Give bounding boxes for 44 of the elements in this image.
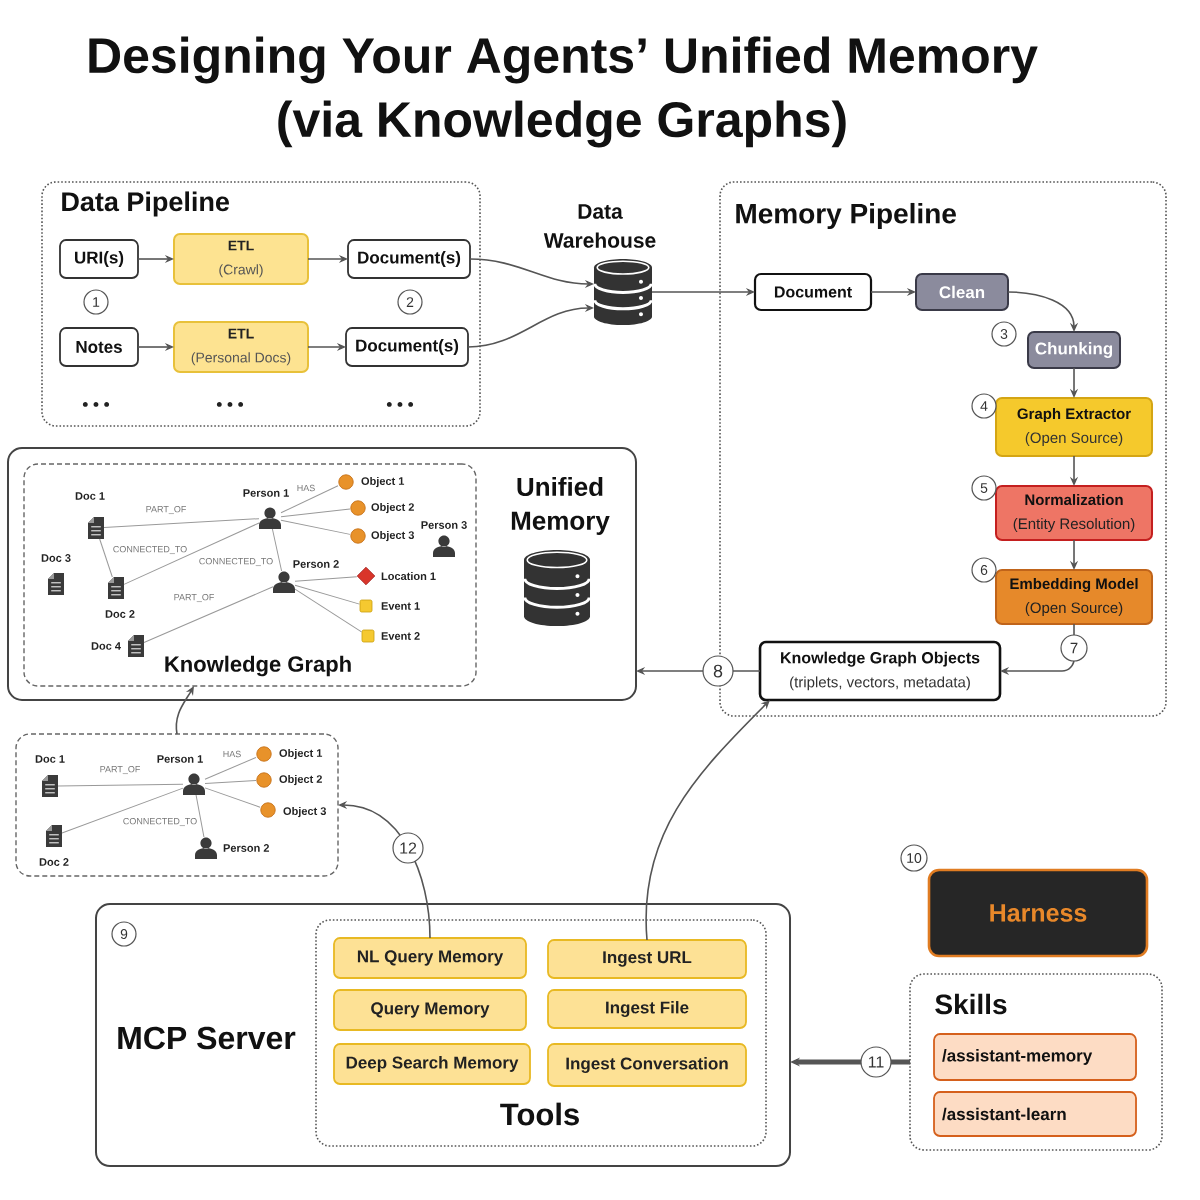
graph-link: [294, 584, 360, 605]
graph-link: [195, 794, 205, 838]
node-label: Data Warehouse: [543, 204, 656, 248]
ellipsis-dots: • • •: [82, 402, 110, 407]
process-box: Document(s): [347, 239, 471, 279]
process-box: Clean: [915, 273, 1009, 311]
graph-link: [280, 485, 339, 514]
graph-link: [99, 538, 113, 578]
graph-link: [294, 576, 358, 582]
process-box: Chunking: [1027, 331, 1121, 369]
graph-link: [271, 528, 283, 572]
tool-box: Ingest URL: [547, 939, 747, 979]
tool-box: Ingest Conversation: [547, 1043, 747, 1087]
graph-link: [204, 779, 257, 784]
callout-number: 8: [702, 655, 734, 687]
graph-link: [123, 522, 260, 585]
tool-box: Deep Search Memory: [333, 1043, 531, 1085]
graph-link: [280, 508, 351, 518]
callout-number: 12: [392, 832, 424, 864]
graph-link: [57, 783, 184, 787]
graph-link: [204, 787, 261, 808]
process-box: Document(s): [345, 327, 469, 367]
graph-link: [294, 588, 362, 633]
tool-box: NL Query Memory: [333, 937, 527, 979]
process-box: Document: [753, 272, 873, 312]
arrow: [175, 686, 194, 735]
process-box: URI(s): [59, 239, 139, 279]
skill-box: /assistant-memory: [933, 1033, 1137, 1081]
skill-box: /assistant-learn: [933, 1091, 1137, 1137]
tool-box: Ingest File: [547, 989, 747, 1029]
graph-link: [204, 756, 257, 780]
ellipsis-dots: • • •: [386, 402, 414, 407]
graph-link: [103, 518, 260, 529]
arrow: [645, 700, 770, 941]
ellipsis-dots: • • •: [216, 402, 244, 407]
process-box: Harness: [927, 868, 1149, 958]
tool-box: Query Memory: [333, 989, 527, 1031]
graph-link: [280, 519, 351, 535]
process-box: Notes: [59, 327, 139, 367]
graph-link: [143, 586, 274, 644]
title: Designing Your Agents’ Unified Memory (via Knowledge Graphs): [89, 36, 1038, 148]
graph-link: [61, 787, 184, 834]
callout-number: 11: [860, 1046, 892, 1078]
graph-panel: [15, 733, 339, 877]
